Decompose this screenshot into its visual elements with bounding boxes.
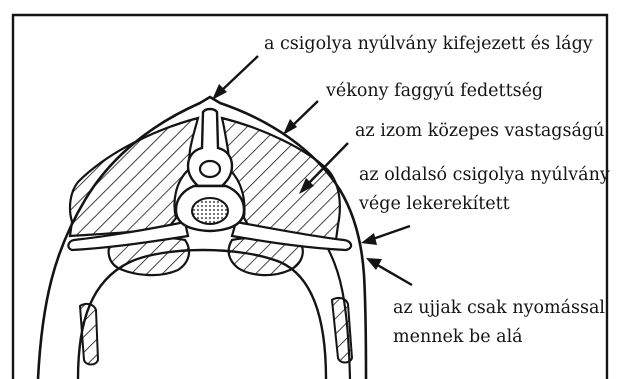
- spinal-canal: [200, 161, 220, 177]
- rib-right: [332, 298, 352, 363]
- label-transverse-process-line1: az oldalsó csigolya nyúlvány: [359, 165, 610, 185]
- arrow-fingers: [374, 263, 412, 285]
- label-fingers-line2: mennek be alá: [393, 327, 523, 347]
- label-fingers-line1: az ujjak csak nyomással: [393, 298, 605, 318]
- arrowhead-fingers: [366, 258, 382, 270]
- label-transverse-process-line2: vége lekerekített: [358, 194, 510, 214]
- label-fat-cover: vékony faggyú fedettség: [325, 81, 543, 101]
- label-muscle: az izom közepes vastagságú: [355, 121, 604, 141]
- vertebral-body-core: [192, 198, 228, 224]
- arrow-spinous-process: [219, 56, 258, 93]
- arrowhead-transverse-process: [361, 233, 377, 245]
- label-spinous-process: a csigolya nyúlvány kifejezett és lágy: [264, 34, 593, 54]
- anatomy-drawing: [38, 97, 366, 379]
- arrow-transverse-process: [370, 226, 410, 240]
- arrowhead-fat-cover: [283, 119, 297, 135]
- rib-left: [80, 304, 98, 365]
